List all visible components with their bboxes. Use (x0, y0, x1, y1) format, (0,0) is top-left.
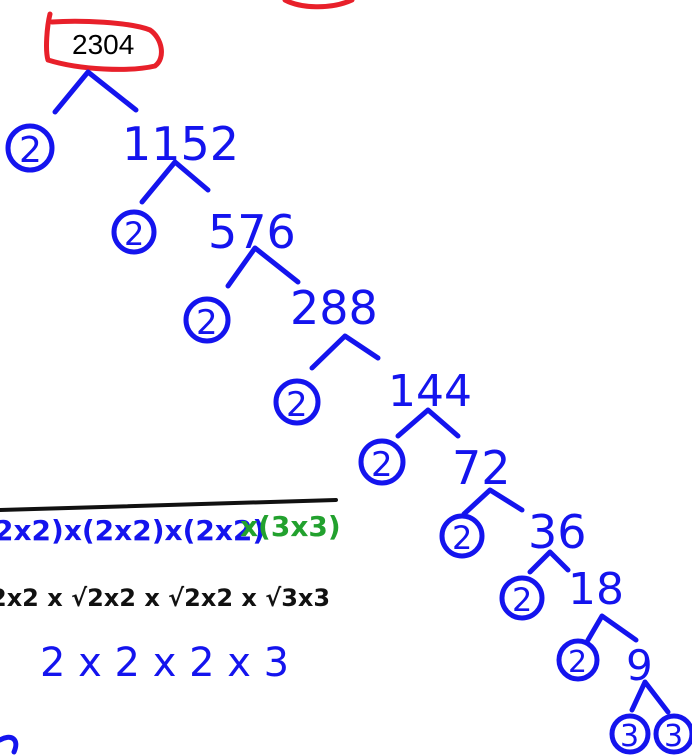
branch (527, 549, 571, 575)
prime-factor: 3 (620, 719, 639, 754)
prime-factor: 2 (512, 581, 532, 619)
branch (395, 407, 461, 439)
root-number: 2304 (72, 29, 134, 60)
branch (585, 613, 639, 643)
work-line1-green: x(3x3) (240, 510, 341, 543)
work-line3: 2 x 2 x 2 x 3 (40, 640, 289, 686)
root-circle (44, 11, 164, 72)
branch (225, 245, 301, 289)
prime-circle (439, 513, 485, 559)
branch (461, 487, 525, 517)
quotient: 9 (626, 641, 653, 690)
quotient: 18 (568, 564, 624, 615)
work-line2: 2x2 x √2x2 x √2x2 x √3x3 (0, 584, 330, 612)
prime-circle (609, 713, 651, 755)
branch (139, 159, 211, 205)
prime-factor: 2 (286, 385, 308, 425)
red-stroke-top (282, 0, 355, 10)
prime-circle (556, 638, 600, 682)
prime-circle (273, 378, 321, 426)
quotient: 288 (290, 281, 378, 335)
partial-stroke (0, 734, 19, 755)
quotient: 1152 (122, 117, 239, 171)
prime-factor: 2 (452, 519, 472, 557)
prime-circle (499, 575, 545, 621)
prime-circle (358, 438, 406, 486)
quotient: 36 (528, 505, 587, 559)
branch (629, 679, 671, 715)
prime-circle (183, 296, 231, 344)
prime-factor: 2 (124, 215, 144, 253)
radical-bar (0, 498, 338, 512)
prime-circle (5, 123, 55, 173)
prime-factor: 2 (196, 303, 218, 343)
prime-circle (111, 209, 157, 255)
prime-factor: 2 (568, 645, 587, 680)
prime-circle (653, 713, 692, 755)
branch (309, 333, 381, 371)
prime-factor: 2 (371, 445, 393, 485)
quotient: 72 (452, 441, 511, 495)
prime-factor: 2 (19, 130, 42, 171)
branch (52, 69, 139, 115)
work-line1-blue: 2x2)x(2x2)x(2x2) (0, 514, 265, 547)
prime-factor: 3 (664, 719, 683, 754)
